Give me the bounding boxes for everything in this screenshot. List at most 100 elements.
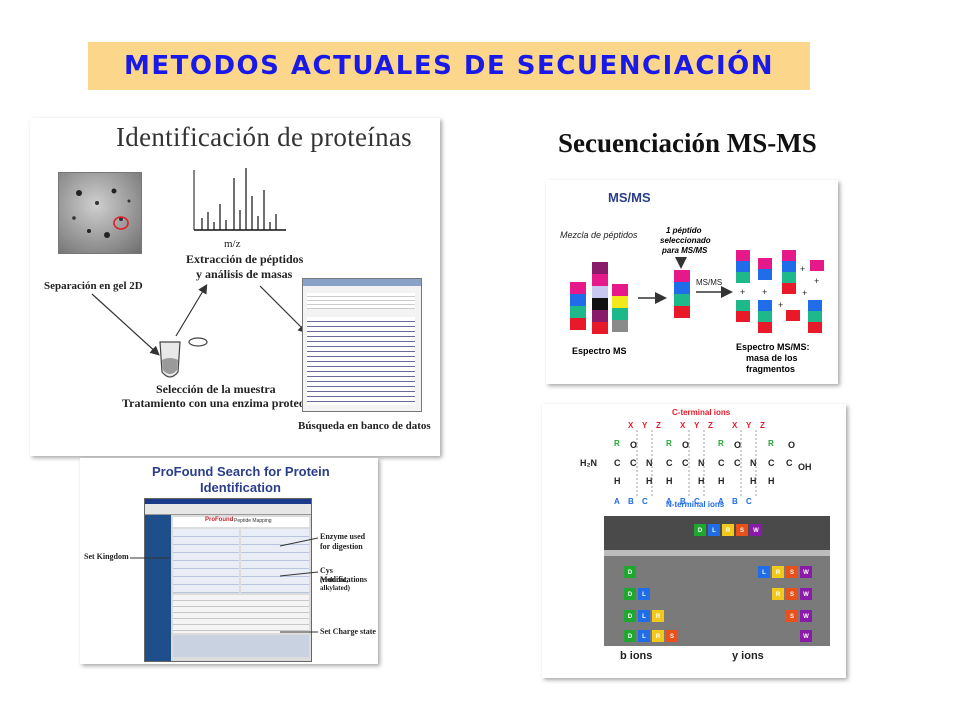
svg-text:+: +	[778, 300, 783, 310]
svg-text:W: W	[803, 570, 809, 576]
svg-text:S: S	[790, 592, 794, 598]
svg-text:R: R	[718, 439, 724, 448]
msms-diagram: +++ +++	[570, 250, 824, 334]
profound-title: ProFound Search for Protein	[152, 464, 330, 479]
profound-callout-lines	[130, 537, 319, 633]
profound-panel: ProFound Search for Protein Identificati…	[80, 458, 378, 664]
selected-peptide-label: 1 péptido	[666, 226, 702, 235]
svg-text:C: C	[786, 458, 793, 468]
msms-spectrum-label: Espectro MS/MS:	[736, 342, 810, 352]
svg-text:H: H	[768, 476, 775, 486]
enzyme-label: Enzyme used	[320, 532, 366, 541]
fragment-ions	[736, 250, 824, 333]
svg-text:C: C	[746, 497, 752, 506]
svg-text:R: R	[656, 614, 661, 620]
svg-text:A: A	[666, 497, 672, 506]
gel-image	[58, 172, 142, 254]
svg-text:B: B	[732, 497, 738, 506]
svg-text:C: C	[768, 458, 775, 468]
database-results-screenshot	[302, 278, 422, 412]
svg-text:Z: Z	[656, 421, 661, 430]
svg-text:W: W	[803, 634, 809, 640]
selected-peptide-column	[674, 270, 690, 318]
svg-text:S: S	[740, 528, 744, 534]
peptide-column-2	[592, 262, 608, 334]
msms-arrow-label: MS/MS	[696, 278, 723, 287]
selected-peptide-label-3: para MS/MS	[662, 246, 708, 255]
svg-text:C: C	[682, 458, 689, 468]
ms-spectrum-label: Espectro MS	[572, 346, 627, 356]
svg-text:C: C	[718, 458, 725, 468]
svg-text:W: W	[753, 528, 759, 534]
peptide-column-1	[570, 282, 586, 330]
svg-text:+: +	[740, 287, 745, 297]
svg-text:R: R	[776, 592, 781, 598]
cys-label-2: (reduced, alkylated)	[320, 576, 350, 592]
svg-text:L: L	[762, 570, 766, 576]
profound-form-screenshot: ProFound - Peptide Mapping	[144, 498, 312, 662]
svg-text:O: O	[630, 440, 637, 450]
sample-tube-icon	[159, 337, 208, 378]
selected-spot-marker	[113, 216, 129, 230]
msms-spectrum-label-3: fragmentos	[746, 364, 796, 374]
svg-text:S: S	[670, 634, 674, 640]
peptide-column-3	[612, 284, 628, 332]
y-ions-label: y ions	[732, 650, 764, 662]
svg-text:X: X	[732, 421, 738, 430]
profound-app-subtitle: - Peptide Mapping	[231, 518, 272, 524]
svg-text:L: L	[712, 528, 716, 534]
svg-text:H: H	[666, 476, 673, 486]
svg-text:R: R	[776, 570, 781, 576]
svg-text:D: D	[628, 592, 633, 598]
svg-text:C: C	[694, 497, 700, 506]
svg-text:L: L	[642, 614, 646, 620]
b-ions-label: b ions	[620, 650, 653, 662]
svg-text:A: A	[614, 497, 620, 506]
svg-text:Y: Y	[746, 421, 752, 430]
svg-text:X: X	[680, 421, 686, 430]
set-kingdom-label: Set Kingdom	[84, 552, 129, 561]
svg-text:O: O	[788, 440, 795, 450]
svg-text:H: H	[646, 476, 653, 486]
svg-text:H₂N: H₂N	[580, 458, 597, 468]
svg-text:B: B	[628, 497, 634, 506]
treatment-label: Tratamiento con una enzima proteolítica	[122, 396, 331, 410]
selected-peptide-label-2: seleccionado	[660, 236, 711, 245]
n-terminal-ions-label: N-terminal ions	[666, 500, 725, 509]
axis-label-mz: m/z	[224, 238, 241, 250]
svg-text:D: D	[628, 570, 633, 576]
profound-sidebar	[145, 515, 171, 661]
svg-text:H: H	[614, 476, 621, 486]
title-banner: METODOS ACTUALES DE SECUENCIACIÓN	[88, 42, 810, 90]
svg-text:S: S	[790, 570, 794, 576]
svg-text:W: W	[803, 592, 809, 598]
msms-spectrum-label-2: masa de los	[746, 353, 798, 363]
svg-text:R: R	[726, 528, 731, 534]
svg-text:C: C	[642, 497, 648, 506]
svg-text:O: O	[734, 440, 741, 450]
peptide-mix-label: Mezcla de péptidos	[560, 230, 638, 240]
svg-text:X: X	[628, 421, 634, 430]
svg-text:H: H	[698, 476, 705, 486]
protein-identification-panel: Identificación de proteínas m/z Extracci…	[30, 118, 440, 456]
svg-text:R: R	[666, 439, 672, 448]
msms-heading: Secuenciación MS-MS	[558, 128, 817, 158]
svg-text:D: D	[698, 528, 703, 534]
svg-text:C: C	[666, 458, 673, 468]
svg-text:OH: OH	[798, 462, 812, 472]
extraction-label-2: y análisis de masas	[196, 267, 293, 281]
msms-title: MS/MS	[608, 190, 651, 205]
protein-id-title: Identificación de proteínas	[116, 122, 412, 152]
svg-text:R: R	[614, 439, 620, 448]
charge-label: Set Charge state	[320, 627, 376, 636]
svg-text:Y: Y	[642, 421, 648, 430]
svg-text:R: R	[768, 439, 774, 448]
svg-text:C: C	[630, 458, 637, 468]
svg-text:O: O	[682, 440, 689, 450]
svg-text:C: C	[614, 458, 621, 468]
svg-text:L: L	[642, 592, 646, 598]
svg-text:H: H	[718, 476, 725, 486]
svg-text:D: D	[628, 634, 633, 640]
svg-text:+: +	[814, 276, 819, 286]
gel-separation-label: Separación en gel 2D	[44, 280, 143, 292]
